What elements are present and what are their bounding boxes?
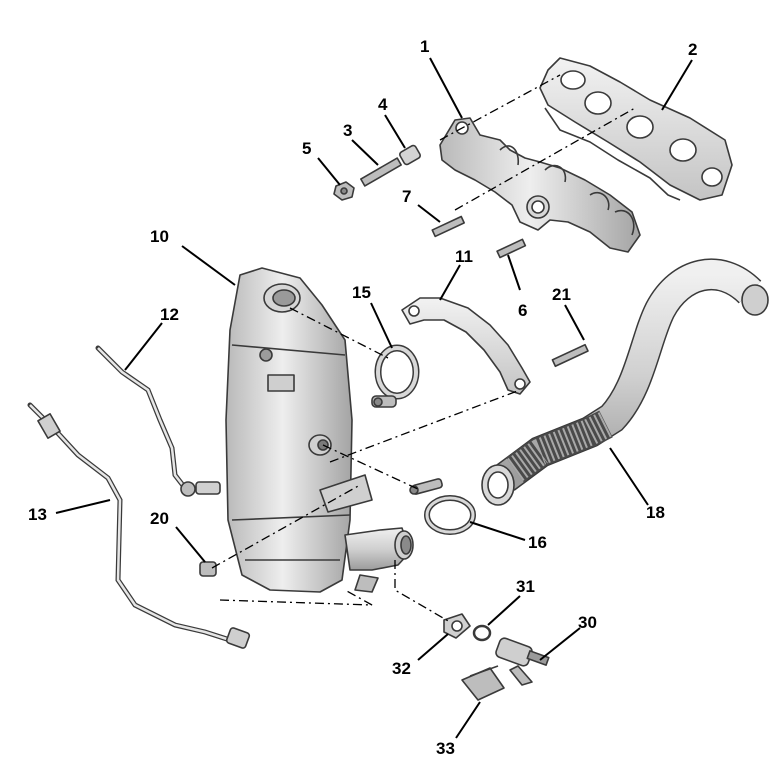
o-ring-31: [472, 624, 492, 642]
callout-12: 12: [160, 305, 179, 324]
support-bracket: [401, 297, 531, 395]
callout-31: 31: [516, 577, 535, 596]
sensor-30: [495, 637, 550, 686]
stud-7: [431, 215, 465, 238]
assembly-lines: [211, 74, 636, 623]
callout-15: 15: [352, 283, 371, 302]
callout-11: 11: [455, 247, 473, 266]
leader-lines: [55, 57, 693, 739]
callout-33: 33: [436, 739, 455, 758]
callout-30: 30: [578, 613, 597, 632]
callout-32: 32: [392, 659, 411, 678]
nut-5: [333, 181, 355, 201]
clamp-15: [371, 344, 420, 408]
stud-21: [551, 343, 589, 368]
clip-32: [443, 613, 471, 639]
manifold-gasket: [539, 57, 733, 201]
pressure-tube-13: [27, 402, 251, 649]
callout-2: 2: [688, 40, 697, 59]
heat-shield-33: [461, 665, 505, 701]
spacer-4: [399, 144, 421, 166]
stud-3: [360, 157, 402, 187]
callout-labels: 1 2 3 4 5 6 7 10 11 12 13 15 16 18 20 21…: [28, 37, 697, 758]
callout-1: 1: [420, 37, 429, 56]
callout-13: 13: [28, 505, 47, 524]
fitting-20: [199, 561, 217, 577]
callout-5: 5: [302, 139, 311, 158]
callout-21: 21: [552, 285, 571, 304]
downpipe: [481, 258, 769, 506]
callout-6: 6: [518, 301, 527, 320]
exhaust-manifold: [439, 117, 641, 253]
callout-18: 18: [646, 503, 665, 522]
callout-16: 16: [528, 533, 547, 552]
callout-3: 3: [343, 121, 352, 140]
stud-6: [496, 238, 527, 259]
callout-4: 4: [378, 95, 388, 114]
callout-7: 7: [402, 187, 411, 206]
pressure-tube-12: [95, 345, 221, 497]
clamp-16: [409, 478, 476, 535]
callout-10: 10: [150, 227, 169, 246]
callout-20: 20: [150, 509, 169, 528]
particulate-filter: [225, 267, 414, 593]
